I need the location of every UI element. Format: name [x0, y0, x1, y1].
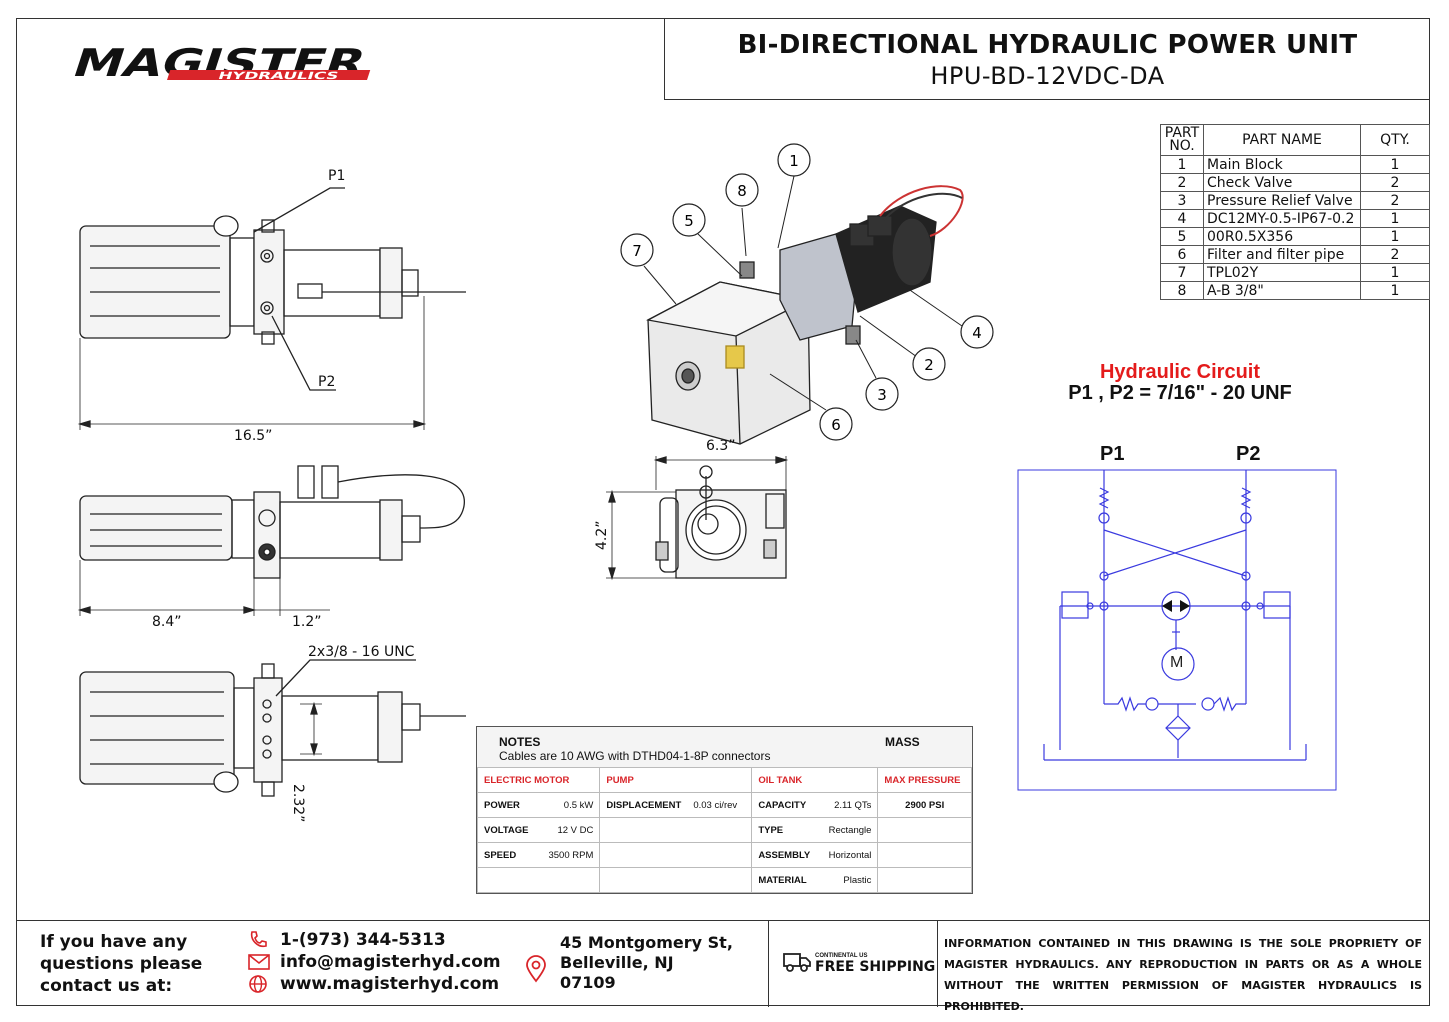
dim-port-spacing: 2.32” — [290, 784, 306, 823]
contact-email[interactable]: info@magisterhyd.com — [248, 951, 501, 973]
balloon-3 — [865, 377, 899, 411]
svg-text:7: 7 — [632, 242, 642, 260]
notes-box: NOTES Cables are 10 AWG with DTHD04-1-8P… — [476, 726, 973, 894]
dim-mount-thread: 2x3/8 - 16 UNC — [308, 644, 415, 660]
svg-text:6: 6 — [831, 416, 841, 434]
contact-list: 1-(973) 344-5313 info@magisterhyd.com ww… — [248, 929, 501, 995]
company-logo: MAGISTER HYDRAULICS — [60, 40, 380, 90]
svg-text:8: 8 — [737, 182, 747, 200]
notes-label: NOTES — [499, 735, 541, 749]
isometric-view — [646, 185, 964, 445]
top-view — [77, 187, 466, 430]
balloon-1 — [777, 143, 811, 177]
circuit-p2: P2 — [1236, 443, 1261, 465]
email-icon — [248, 953, 280, 971]
dim-height: 4.2” — [594, 520, 610, 550]
balloon-6 — [819, 407, 853, 441]
model-number: HPU-BD-12VDC-DA — [930, 62, 1165, 90]
front-view — [606, 456, 789, 581]
svg-text:3: 3 — [877, 386, 887, 404]
balloon-7 — [620, 233, 654, 267]
phone-icon — [248, 930, 280, 950]
drawing-title: BI-DIRECTIONAL HYDRAULIC POWER UNIT — [737, 30, 1358, 60]
balloon-2 — [912, 347, 946, 381]
side-view — [77, 465, 465, 616]
svg-text:HYDRAULICS: HYDRAULICS — [216, 70, 340, 82]
dim-tank-length: 8.4” — [152, 614, 182, 630]
balloons: 1 2 3 4 5 6 7 8 — [620, 143, 994, 441]
svg-text:1: 1 — [789, 152, 799, 170]
svg-text:4: 4 — [972, 324, 982, 342]
contact-prompt: If you have any questions please contact… — [40, 932, 203, 996]
circuit-motor: M — [1170, 654, 1184, 671]
balloon-leaders — [643, 175, 963, 411]
title-block: BI-DIRECTIONAL HYDRAULIC POWER UNIT HPU-… — [664, 18, 1430, 100]
hydraulic-circuit-schematic — [1017, 469, 1337, 791]
dim-total-length: 16.5” — [234, 428, 273, 444]
globe-icon — [248, 974, 280, 994]
label-p2: P2 — [318, 374, 336, 390]
drawing-frame — [16, 18, 1430, 1006]
contact-phone[interactable]: 1-(973) 344-5313 — [248, 929, 501, 951]
legal-notice: INFORMATION CONTAINED IN THIS DRAWING IS… — [944, 937, 1422, 1013]
truck-icon — [783, 951, 811, 978]
circuit-title: Hydraulic Circuit — [1099, 361, 1261, 383]
dim-block-length: 1.2” — [292, 614, 322, 630]
specs-table: ELECTRIC MOTOR PUMP OIL TANK MAX PRESSUR… — [476, 767, 972, 893]
notes-text: Cables are 10 AWG with DTHD04-1-8P conne… — [499, 749, 771, 763]
location-icon — [524, 955, 548, 988]
specs-header: ELECTRIC MOTOR PUMP OIL TANK MAX PRESSUR… — [476, 767, 972, 793]
footer: If you have any questions please contact… — [16, 920, 1430, 1013]
contact-website[interactable]: www.magisterhyd.com — [248, 973, 501, 995]
balloon-5 — [672, 203, 706, 237]
balloon-4 — [960, 315, 994, 349]
mass-label: MASS — [885, 735, 920, 749]
dim-width: 6.3” — [706, 438, 736, 454]
bottom-view — [79, 659, 466, 797]
circuit-ports: P1 , P2 = 7/16" - 20 UNF — [1068, 382, 1292, 404]
circuit-p1: P1 — [1100, 443, 1125, 465]
balloon-8 — [725, 173, 759, 207]
label-p1: P1 — [328, 168, 346, 184]
svg-text:5: 5 — [684, 212, 694, 230]
svg-text:2: 2 — [924, 356, 934, 374]
shipping-badge: CONTINENTAL US FREE SHIPPING — [768, 921, 938, 1007]
